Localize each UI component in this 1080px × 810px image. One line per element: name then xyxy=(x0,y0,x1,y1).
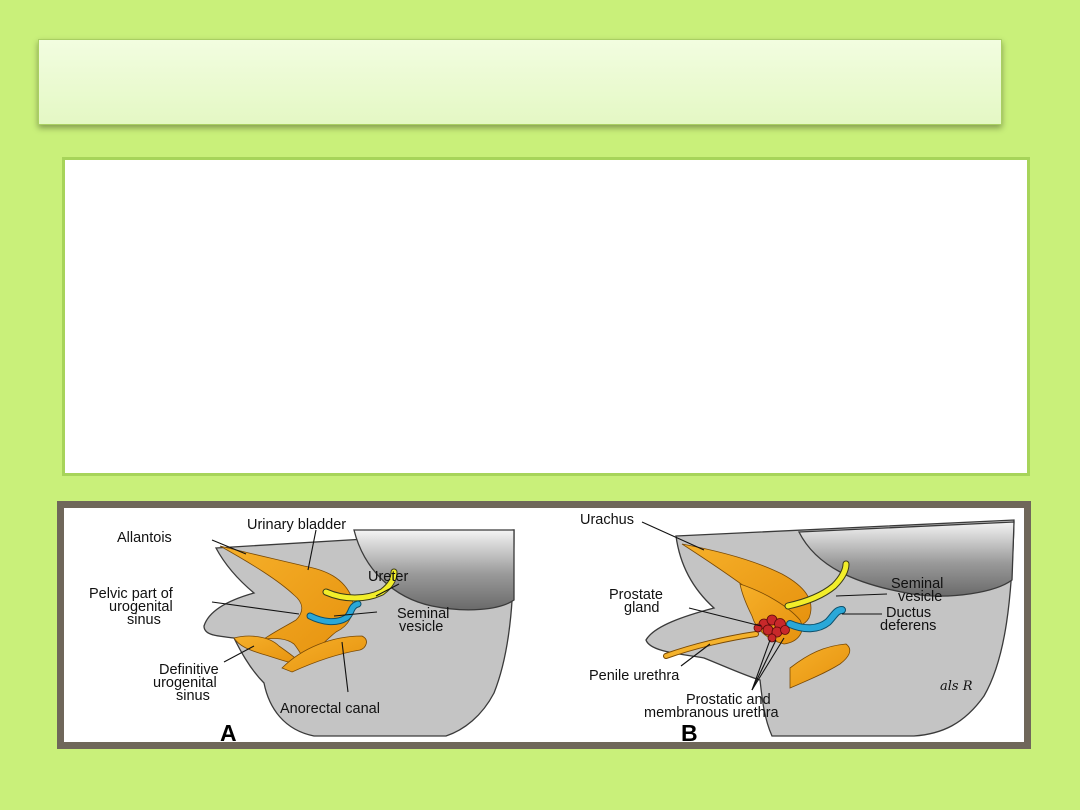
label-pelvic-part-line3: sinus xyxy=(127,612,161,628)
figure-frame: Allantois Urinary bladder Ureter Pelvic … xyxy=(57,501,1031,749)
slide-title-bar xyxy=(38,39,1002,125)
label-anorectal-canal: Anorectal canal xyxy=(280,701,380,717)
panel-b: Urachus Prostate gland Seminal vesicle D… xyxy=(580,512,1015,742)
label-urachus: Urachus xyxy=(580,512,634,528)
label-ductus-line2: deferens xyxy=(880,618,936,634)
label-definitive-line1: Definitive xyxy=(159,662,219,678)
slide-content-box xyxy=(62,157,1030,476)
panel-a-rectum xyxy=(353,529,515,611)
label-pelvic-part-line1: Pelvic part of xyxy=(89,586,174,602)
label-prostate-line2: gland xyxy=(624,600,659,616)
label-allantois: Allantois xyxy=(117,530,172,546)
panel-a: Allantois Urinary bladder Ureter Pelvic … xyxy=(89,517,515,742)
urogenital-diagram: Allantois Urinary bladder Ureter Pelvic … xyxy=(64,508,1024,742)
label-prostate-line1: Prostate xyxy=(609,587,663,603)
label-definitive-line3: sinus xyxy=(176,688,210,704)
label-urinary-bladder: Urinary bladder xyxy=(247,517,346,533)
label-seminal-vesicle-b-line1: Seminal xyxy=(891,576,943,592)
label-definitive-line2: urogenital xyxy=(153,675,217,691)
panel-a-anorectal-canal xyxy=(281,635,367,673)
panel-b-lower-orange xyxy=(789,643,851,689)
label-ductus-line1: Ductus xyxy=(886,605,931,621)
label-seminal-vesicle-line1: Seminal xyxy=(397,606,449,622)
panel-a-letter: A xyxy=(220,720,237,742)
label-prostatic-line1: Prostatic and xyxy=(686,692,771,708)
artist-signature: als R xyxy=(940,679,973,694)
label-pelvic-part-line2: urogenital xyxy=(109,599,173,615)
label-seminal-vesicle-b-line2: vesicle xyxy=(898,589,942,605)
panel-b-rectum xyxy=(797,521,1015,597)
label-penile-urethra: Penile urethra xyxy=(589,668,680,684)
label-prostatic-line2: membranous urethra xyxy=(644,705,780,721)
panel-b-letter: B xyxy=(681,720,698,742)
label-seminal-vesicle-line2: vesicle xyxy=(399,619,443,635)
label-ureter: Ureter xyxy=(368,569,408,585)
